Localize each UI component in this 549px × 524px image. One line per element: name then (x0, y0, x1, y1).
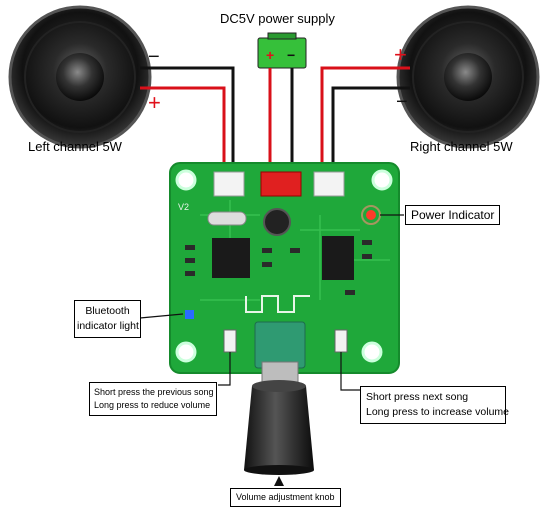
left-channel-label: Left channel 5W (28, 139, 122, 154)
volume-knob-icon (244, 321, 314, 475)
right-wire-black (331, 86, 410, 178)
prev-label-line2: Long press to reduce volume (94, 400, 211, 410)
power-supply-label: DC5V power supply (220, 11, 335, 26)
battery-plus: + (266, 47, 274, 63)
prev-button-line (218, 352, 231, 386)
next-label-line1: Short press next song (366, 391, 469, 403)
right-plus-mark: + (394, 42, 407, 67)
right-minus-mark: − (396, 91, 408, 113)
right-channel-label: Right channel 5W (410, 139, 513, 154)
power-indicator-label: Power Indicator (405, 205, 501, 225)
next-label-line2: Long press to increase volume (366, 406, 509, 418)
knob-pointer-icon (274, 476, 284, 486)
left-plus-mark: + (148, 90, 161, 115)
prev-label-line1: Short press the previous song (94, 387, 214, 397)
left-wire-black (140, 66, 235, 178)
bluetooth-label-line1: Bluetooth (85, 305, 130, 317)
right-speaker-icon (396, 5, 540, 149)
battery-icon (257, 32, 307, 69)
bluetooth-line (139, 313, 184, 319)
battery-minus: − (287, 47, 295, 63)
bluetooth-label-line2: indicator light (77, 320, 139, 332)
left-minus-mark: − (148, 46, 160, 68)
next-button-line (340, 352, 360, 391)
bluetooth-led (185, 310, 194, 319)
next-song-label: Short press next song Long press to incr… (360, 386, 509, 424)
volume-knob-label: Volume adjustment knob (230, 488, 341, 507)
previous-song-label: Short press the previous song Long press… (89, 382, 217, 416)
bluetooth-indicator-label: Bluetooth indicator light (74, 300, 141, 338)
left-speaker-icon (8, 5, 152, 149)
board-version: V2 (178, 202, 189, 212)
left-wire-red (140, 86, 226, 178)
right-wire-red (320, 66, 410, 178)
power-led (366, 210, 376, 220)
pcb-board (169, 162, 400, 374)
